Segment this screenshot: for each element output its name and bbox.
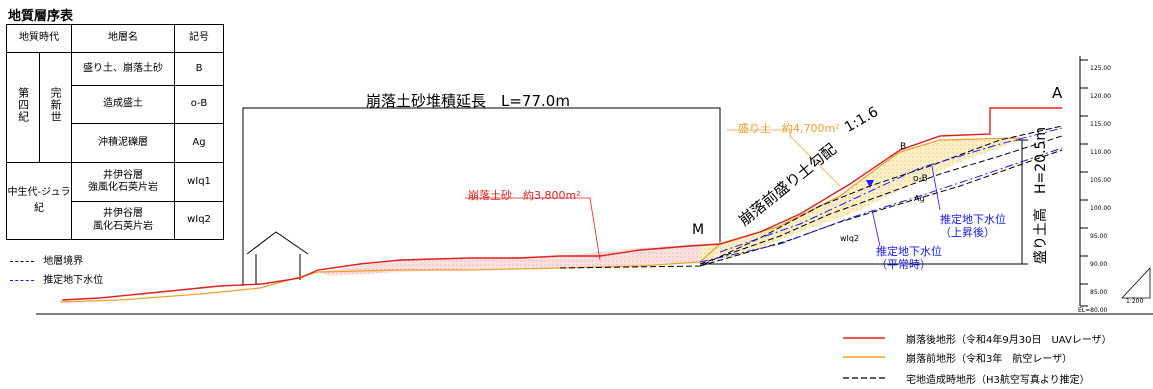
header-symbol: 記号	[174, 24, 224, 53]
scale-ratio-label: 1:200	[1126, 298, 1144, 305]
gw-raised-leader	[931, 165, 941, 211]
row-symbol: B	[174, 52, 224, 86]
pre-collapse-terrain	[59, 137, 1021, 303]
point-m-label: M	[692, 222, 705, 238]
groundwater-normal-line	[699, 147, 1063, 263]
legend-boundary: 地層境界	[10, 252, 83, 267]
legend-housing-label: 宅地造成時地形（H3航空写真より推定）	[906, 375, 1090, 386]
scale-tick-marks	[1080, 59, 1088, 307]
scale-tick: 105.00	[1090, 177, 1111, 184]
scale-tick: 110.00	[1090, 149, 1111, 156]
holocene-label: 完新世	[49, 87, 63, 124]
row-name: 井伊谷層 風化石英片岩	[71, 201, 175, 240]
scale-tick: 90.00	[1090, 261, 1108, 268]
scale-tick: 100.00	[1090, 205, 1111, 212]
stratigraphy-table: 地質時代 地層名 記号 第四紀 完新世 盛り土、崩落土砂 B 造成盛土 o-B …	[6, 24, 224, 240]
header-name: 地層名	[71, 24, 175, 53]
legend-post-label: 崩落後地形（令和4年9月30日 UAVレーザ）	[906, 335, 1112, 346]
boundary-line-icon	[10, 260, 34, 262]
post-collapse-terrain	[61, 107, 1062, 301]
height-label: 盛り土高 H=20.5m	[1033, 126, 1049, 264]
gw-normal-label: 推定地下水位 （平常時）	[876, 245, 942, 271]
page-title: 地質層序表	[8, 9, 74, 24]
boundary-line	[699, 149, 1063, 267]
legend-pre-label: 崩落前地形（令和3年 航空レーザ）	[906, 354, 1073, 365]
legend-boundary-label: 地層境界	[43, 256, 84, 267]
scale-triangle-icon	[1121, 266, 1151, 299]
row-symbol: o-B	[174, 85, 224, 124]
row-name: 井伊谷層 強風化石英片岩	[71, 162, 175, 202]
legend-groundwater-label: 推定地下水位	[43, 275, 104, 286]
holocene-cell: 完新世	[38, 52, 72, 163]
fill-soil-label: 盛り土 約4,700m²	[738, 122, 840, 135]
boundary-line	[559, 125, 1063, 269]
house-icon	[246, 231, 309, 284]
point-a-label: A	[1052, 84, 1063, 102]
row-symbol: Ag	[174, 123, 224, 163]
gw-raised-label: 推定地下水位 （上昇後）	[940, 213, 1006, 239]
row-symbol: wIq2	[174, 201, 224, 240]
quaternary-label: 第四紀	[16, 87, 30, 124]
groundwater-raised-line	[719, 127, 1063, 253]
scale-tick: 85.00	[1090, 289, 1108, 296]
layer-label-b: B	[900, 142, 907, 152]
scale-labels: 125.00 120.00 115.00 110.00 105.00 100.0…	[1090, 55, 1130, 307]
fill-soil-leader	[727, 129, 841, 187]
scale-tick: 120.00	[1090, 93, 1111, 100]
layer-label-wiq2: wIq2	[840, 234, 860, 243]
scale-tick: 125.00	[1090, 65, 1111, 72]
scale-tick: 115.00	[1090, 121, 1111, 128]
legend-groundwater: 推定地下水位	[10, 271, 103, 286]
row-symbol: wIq1	[174, 162, 224, 202]
collapse-soil-leader	[465, 197, 601, 261]
layer-label-ag: Ag	[914, 194, 925, 203]
water-marker-icon	[866, 180, 874, 188]
fill-soil-area	[700, 140, 1020, 262]
groundwater-line-icon	[10, 279, 34, 281]
scale-tick: 95.00	[1090, 233, 1108, 240]
collapse-soil-label: 崩落土砂 約3,800m²	[468, 189, 581, 202]
layer-label-ob: o-B	[913, 174, 928, 184]
mesozoic-label: 中生代-ジュラ紀	[6, 162, 72, 240]
length-label: 崩落土砂堆積延長 L=77.0m	[366, 92, 570, 110]
length-frame	[242, 107, 721, 286]
boundary-line	[699, 135, 1063, 265]
collapse-soil-area	[318, 244, 720, 276]
row-name: 盛り土、崩落土砂	[71, 52, 175, 86]
scale-bottom-label: EL=80.00	[1078, 307, 1108, 314]
header-age: 地質時代	[6, 24, 72, 53]
gw-normal-leader	[871, 209, 881, 247]
